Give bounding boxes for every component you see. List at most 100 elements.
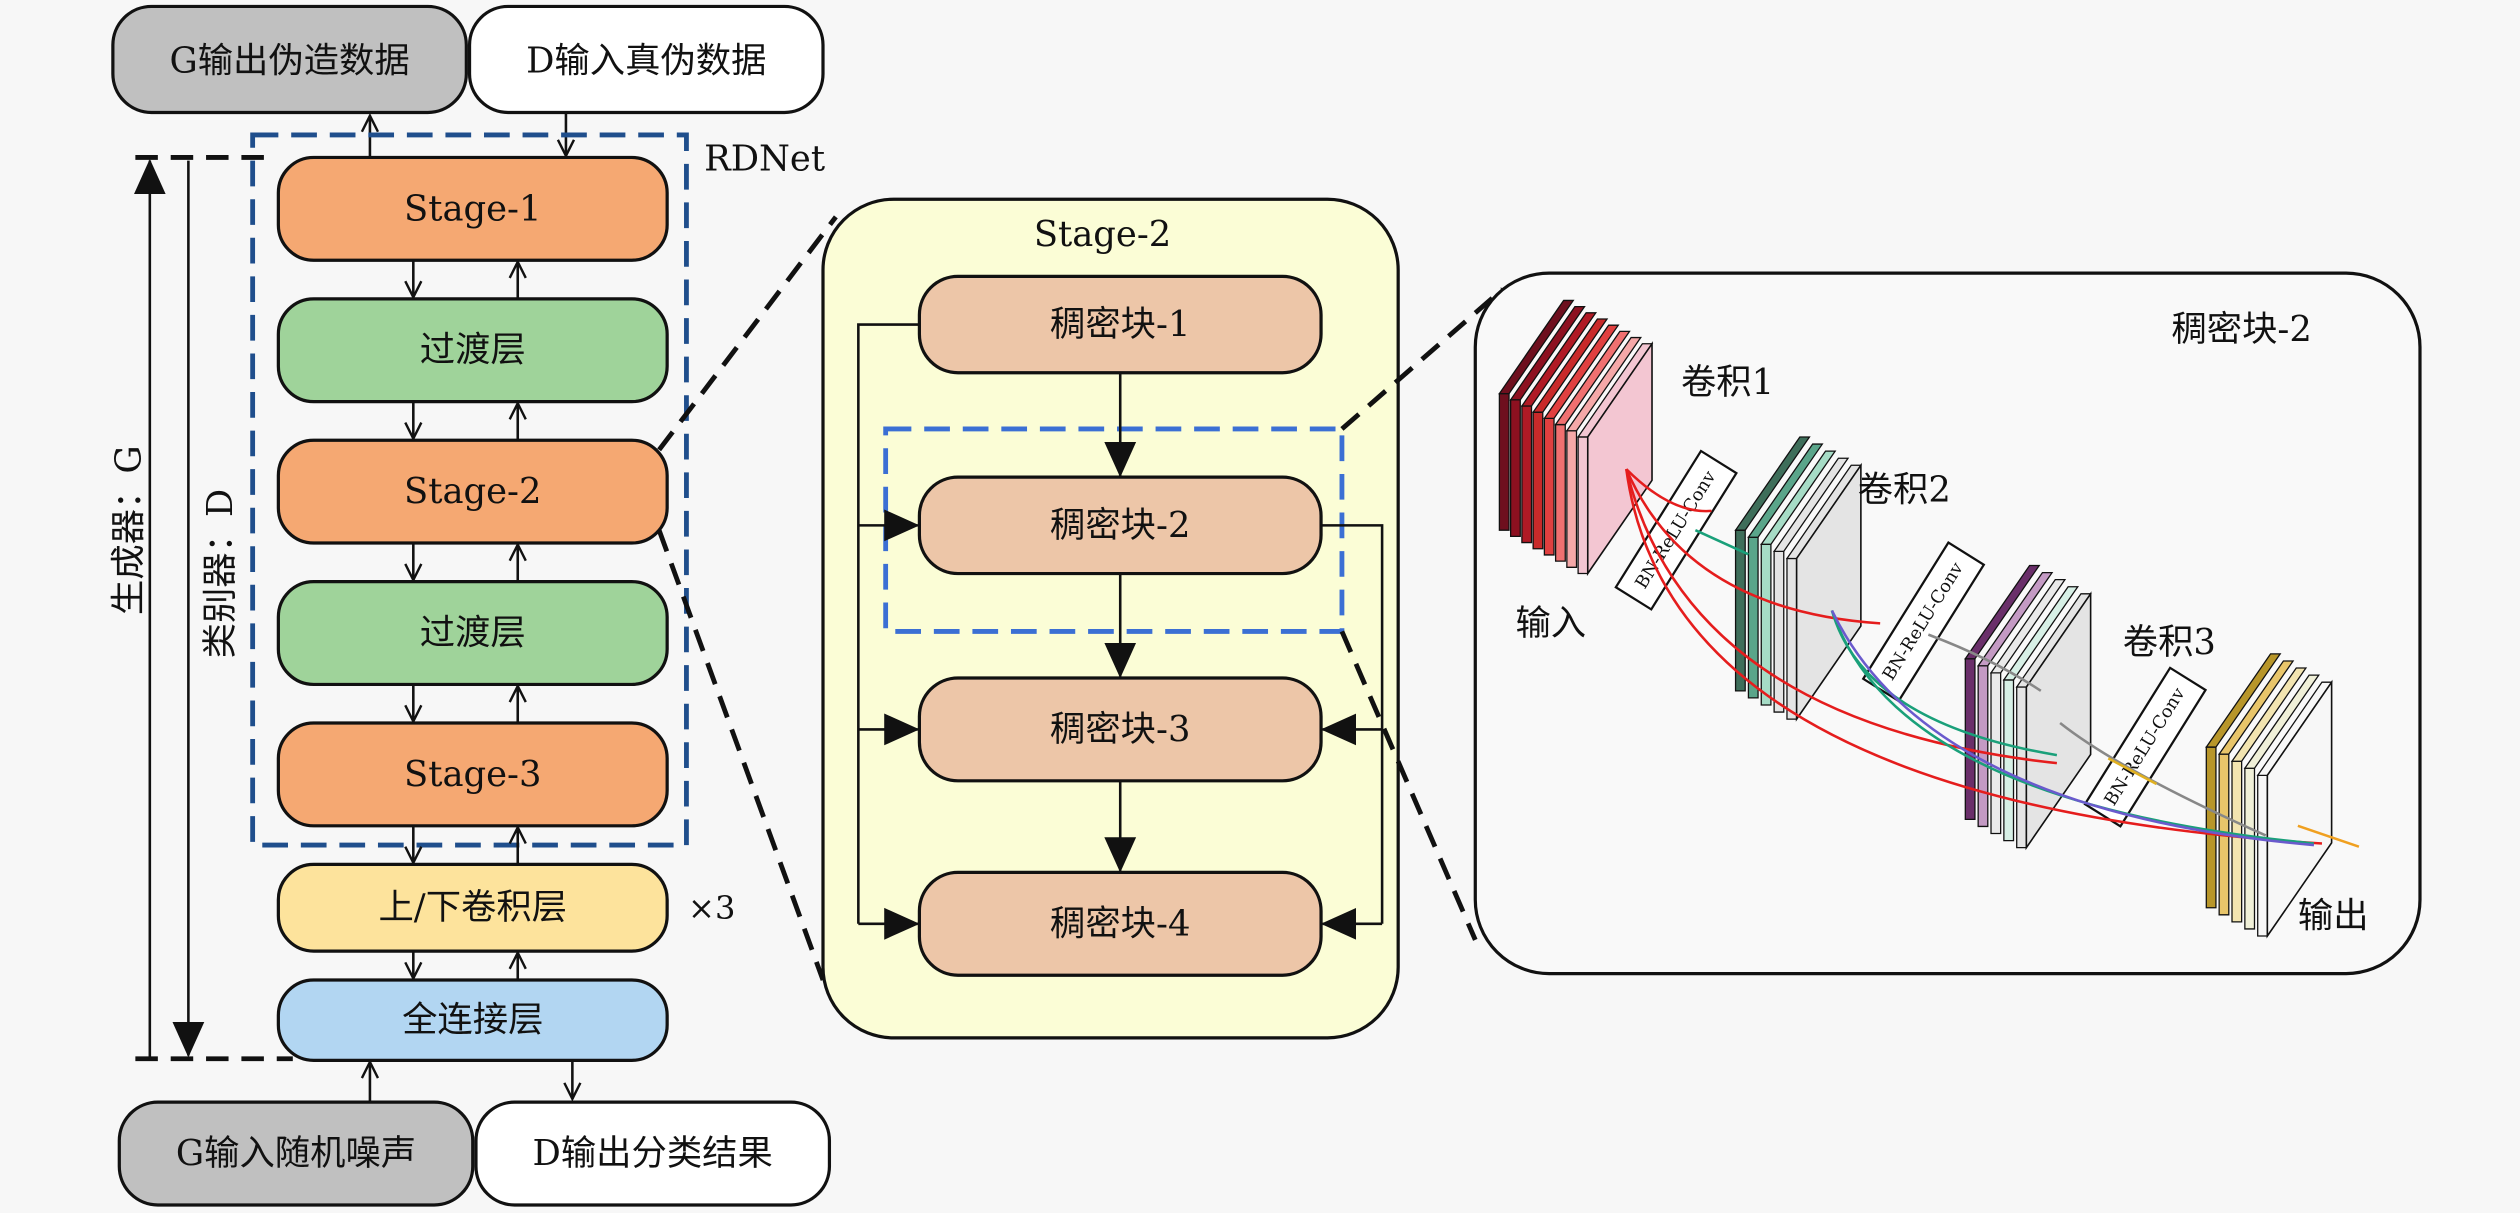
output-feature-map-stack: [2205, 653, 2333, 939]
stage-1-label: Stage-1: [404, 188, 541, 229]
feature-map-face: [1795, 462, 1862, 722]
layer-flow-arrows: [370, 260, 572, 1101]
curve-output-yellow: [2297, 824, 2360, 848]
feature-map-slice-top: [1760, 450, 1837, 545]
feature-map-slice-top: [1976, 571, 2054, 667]
curve-conv3-yellow: [2107, 757, 2158, 786]
feature-map-slice: [2003, 679, 2015, 842]
up-down-conv-layer: 上/下卷积层: [276, 862, 669, 953]
feature-map-face: [2266, 679, 2333, 939]
stage-3-label: Stage-3: [404, 754, 541, 795]
feature-map-slice: [1498, 392, 1510, 531]
feature-map-slice-top: [1565, 336, 1642, 432]
dense-block-1: 稠密块-1: [917, 274, 1323, 375]
feature-map-slice-top: [1543, 324, 1620, 420]
feature-map-slice: [1521, 405, 1533, 544]
feature-map-slice: [1577, 436, 1589, 575]
stage-2-label: Stage-2: [404, 471, 541, 512]
feature-map-slice: [2231, 760, 2243, 923]
g-output-fake-data-label: G输出伪造数据: [169, 41, 409, 82]
input-label: 输入: [1515, 603, 1586, 644]
stage-3-layer: Stage-3: [276, 721, 669, 828]
dense-block-4-label: 稠密块-4: [1050, 903, 1190, 944]
dense-block-4: 稠密块-4: [917, 870, 1323, 977]
zoom-connector-2-bottom: [1339, 630, 1478, 941]
feature-map-slice-top: [1531, 318, 1609, 413]
feature-map-slice-top: [2002, 586, 2079, 681]
feature-map-slice: [1509, 399, 1521, 538]
feature-map-slice: [1554, 423, 1566, 562]
dense-block-3-label: 稠密块-3: [1050, 709, 1190, 750]
feature-map-slice-top: [1554, 330, 1631, 426]
curve-input-to-conv2: [1625, 468, 1881, 625]
feature-map-slice-top: [1520, 312, 1598, 407]
feature-map-slice: [2016, 686, 2028, 849]
feature-map-slice: [1566, 430, 1578, 568]
curve-conv2-gray: [1927, 633, 2042, 692]
conv1-feature-map-stack: [1734, 436, 1863, 722]
conv2-label: 卷积2: [1858, 470, 1951, 511]
feature-map-slice-top: [1509, 305, 1586, 401]
feature-map-slice: [2244, 767, 2256, 930]
feature-map-slice: [1786, 557, 1798, 720]
feature-map-slice: [1734, 529, 1746, 692]
generator-label: 生成器：G: [108, 445, 149, 615]
feature-map-slice: [1747, 536, 1759, 699]
stage-2-layer: Stage-2: [276, 438, 669, 545]
feature-map-slice-top: [2217, 660, 2295, 755]
g-input-random-noise-box: G输入随机噪声: [117, 1100, 475, 1207]
feature-map-slice-top: [1989, 579, 2067, 674]
d-input-real-fake-data-box: D输入真伪数据: [467, 4, 825, 115]
feature-map-slice-top: [2230, 667, 2308, 762]
feature-map-slice-top: [2205, 653, 2282, 748]
dense-connection-arrows: [857, 323, 1384, 940]
feature-map-face: [2025, 591, 2092, 851]
transition-layer-1: 过渡层: [276, 297, 669, 404]
feature-map-slice: [2205, 746, 2217, 909]
d-output-classification-box: D输出分类结果: [474, 1100, 832, 1207]
feature-map-slice: [2257, 774, 2268, 937]
input-feature-map-stack: [1498, 299, 1654, 577]
stage-2-panel: [821, 197, 1400, 1040]
repeat-times-label: ×3: [688, 889, 735, 927]
rdnet-label: RDNet: [704, 138, 825, 179]
conv3-label: 卷积3: [2123, 622, 2216, 663]
zoom-connector-bottom: [656, 529, 826, 981]
fully-connected-label: 全连接层: [402, 1000, 543, 1041]
output-label: 输出: [2298, 895, 2369, 936]
dense-block-3: 稠密块-3: [917, 676, 1323, 783]
dense-block-detail-title: 稠密块-2: [2171, 309, 2311, 350]
curve-conv1-op-link: [1694, 529, 1749, 556]
dense-block-1-label: 稠密块-1: [1050, 304, 1190, 345]
zoom-connector-2-top: [1340, 287, 1505, 431]
dense-block-2-label: 稠密块-2: [1050, 505, 1190, 546]
stage-2-panel-title: Stage-2: [1034, 214, 1171, 255]
feature-map-slice: [1543, 417, 1555, 556]
feature-map-slice: [1773, 550, 1785, 713]
fully-connected-layer: 全连接层: [276, 978, 669, 1062]
discriminator-label: 类别器：D: [200, 489, 241, 659]
dense-block-2: 稠密块-2: [917, 475, 1323, 576]
conv2-feature-map-stack: [1964, 564, 2092, 851]
d-output-classification-label: D输出分类结果: [533, 1133, 773, 1174]
curve-input-to-conv1: [1625, 468, 1712, 513]
transition-layer-2-label: 过渡层: [420, 613, 526, 654]
g-output-fake-data-box: G输出伪造数据: [111, 4, 468, 115]
feature-map-face: [1586, 341, 1653, 577]
curve-input-to-output: [1625, 468, 2323, 845]
d-input-real-fake-data-label: D输入真伪数据: [526, 41, 766, 82]
feature-map-slice-top: [1498, 299, 1575, 395]
feature-map-slice-top: [2243, 674, 2320, 769]
feature-map-slice-top: [1772, 457, 1850, 553]
dense-skip-connection-curves: [1625, 468, 2360, 848]
up-down-conv-label: 上/下卷积层: [378, 887, 567, 928]
rdnet-dashed-region: [250, 132, 689, 848]
curve-conv1-to-output: [1830, 610, 2315, 845]
feature-map-slice-top: [1747, 443, 1824, 538]
transition-layer-1-label: 过渡层: [420, 330, 526, 371]
conv1-label: 卷积1: [1681, 362, 1774, 403]
feature-map-slice: [1964, 658, 1976, 821]
feature-map-slice: [1977, 665, 1989, 828]
feature-map-slice-top: [1964, 564, 2041, 660]
